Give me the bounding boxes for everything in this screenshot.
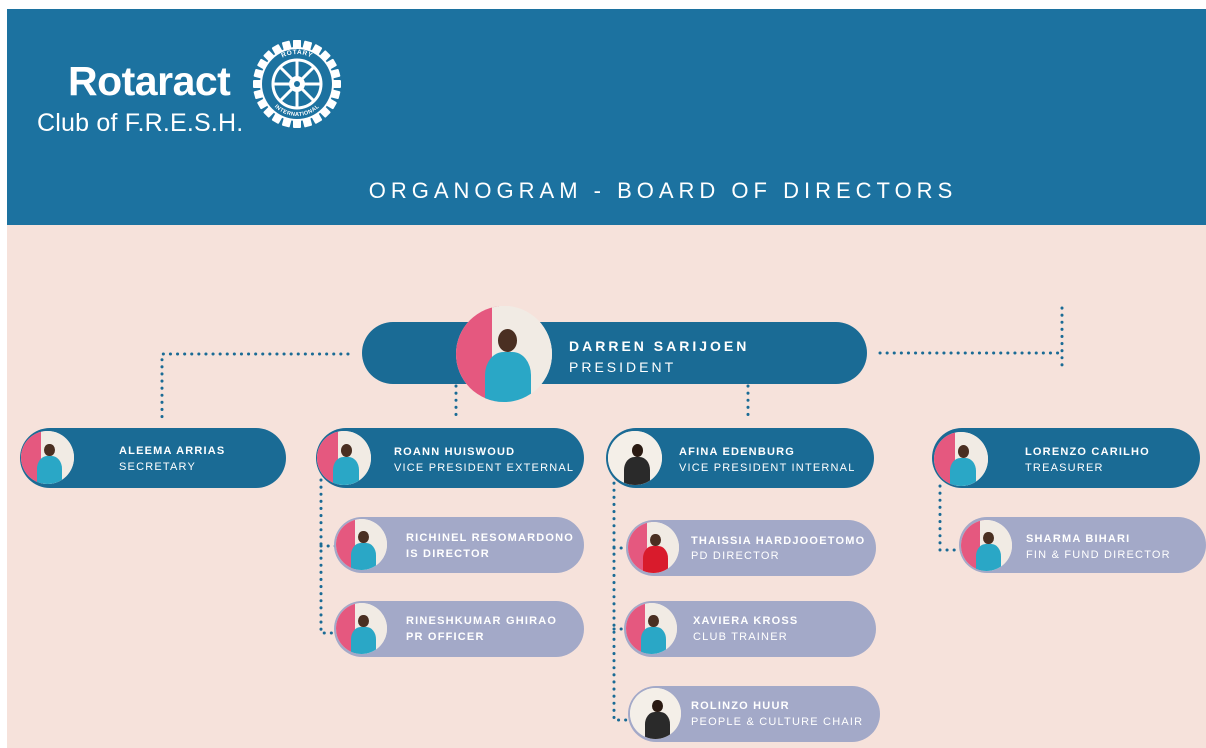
emblem-text-top: ROTARY [280,49,313,60]
avatar [336,519,387,570]
director-role: VICE PRESIDENT EXTERNAL [394,462,575,474]
president-avatar [456,306,552,402]
avatar [336,603,387,654]
avatar [628,522,679,573]
member-role: CLUB TRAINER [693,631,788,643]
header-banner [7,9,1206,225]
member-role: PEOPLE & CULTURE CHAIR [691,716,864,728]
avatar [317,431,371,485]
svg-text:ROTARY: ROTARY [280,49,313,60]
member-name: THAISSIA HARDJOOETOMO [691,535,866,547]
page-title: ORGANOGRAM - BOARD OF DIRECTORS [368,178,958,203]
club-name: Club of F.R.E.S.H. [37,109,244,137]
member-role: FIN & FUND DIRECTOR [1026,549,1171,561]
director-role: VICE PRESIDENT INTERNAL [679,462,856,474]
avatar [934,432,988,486]
president-role: PRESIDENT [569,359,677,375]
president-name: DARREN SARIJOEN [569,338,750,354]
connector-internal-members [612,474,632,722]
avatar [961,520,1012,571]
avatar [21,431,74,484]
connector-president-secretary [160,352,350,425]
member-name: ROLINZO HUUR [691,700,790,712]
member-role: PR OFFICER [406,631,485,643]
avatar [608,431,662,485]
member-role: IS DIRECTOR [406,548,490,560]
brand-name: Rotaract [68,58,231,104]
director-name: ALEEMA ARRIAS [119,445,226,457]
president-card [362,322,867,384]
director-role: TREASURER [1025,462,1104,474]
director-name: ROANN HUISWOUD [394,446,516,458]
member-name: XAVIERA KROSS [693,615,799,627]
connector-treasurer-fin [938,484,964,552]
director-name: LORENZO CARILHO [1025,446,1150,458]
member-name: RICHINEL RESOMARDONO [406,532,575,544]
director-name: AFINA EDENBURG [679,446,796,458]
member-name: SHARMA BIHARI [1026,533,1131,545]
connector-external-members [319,478,338,635]
avatar [630,688,681,739]
member-role: PD DIRECTOR [691,550,780,562]
director-role: SECRETARY [119,461,197,473]
member-name: RINESHKUMAR GHIRAO [406,615,558,627]
avatar [626,603,677,654]
rotary-wheel-logo: ROTARY INTERNATIONAL [253,40,341,128]
